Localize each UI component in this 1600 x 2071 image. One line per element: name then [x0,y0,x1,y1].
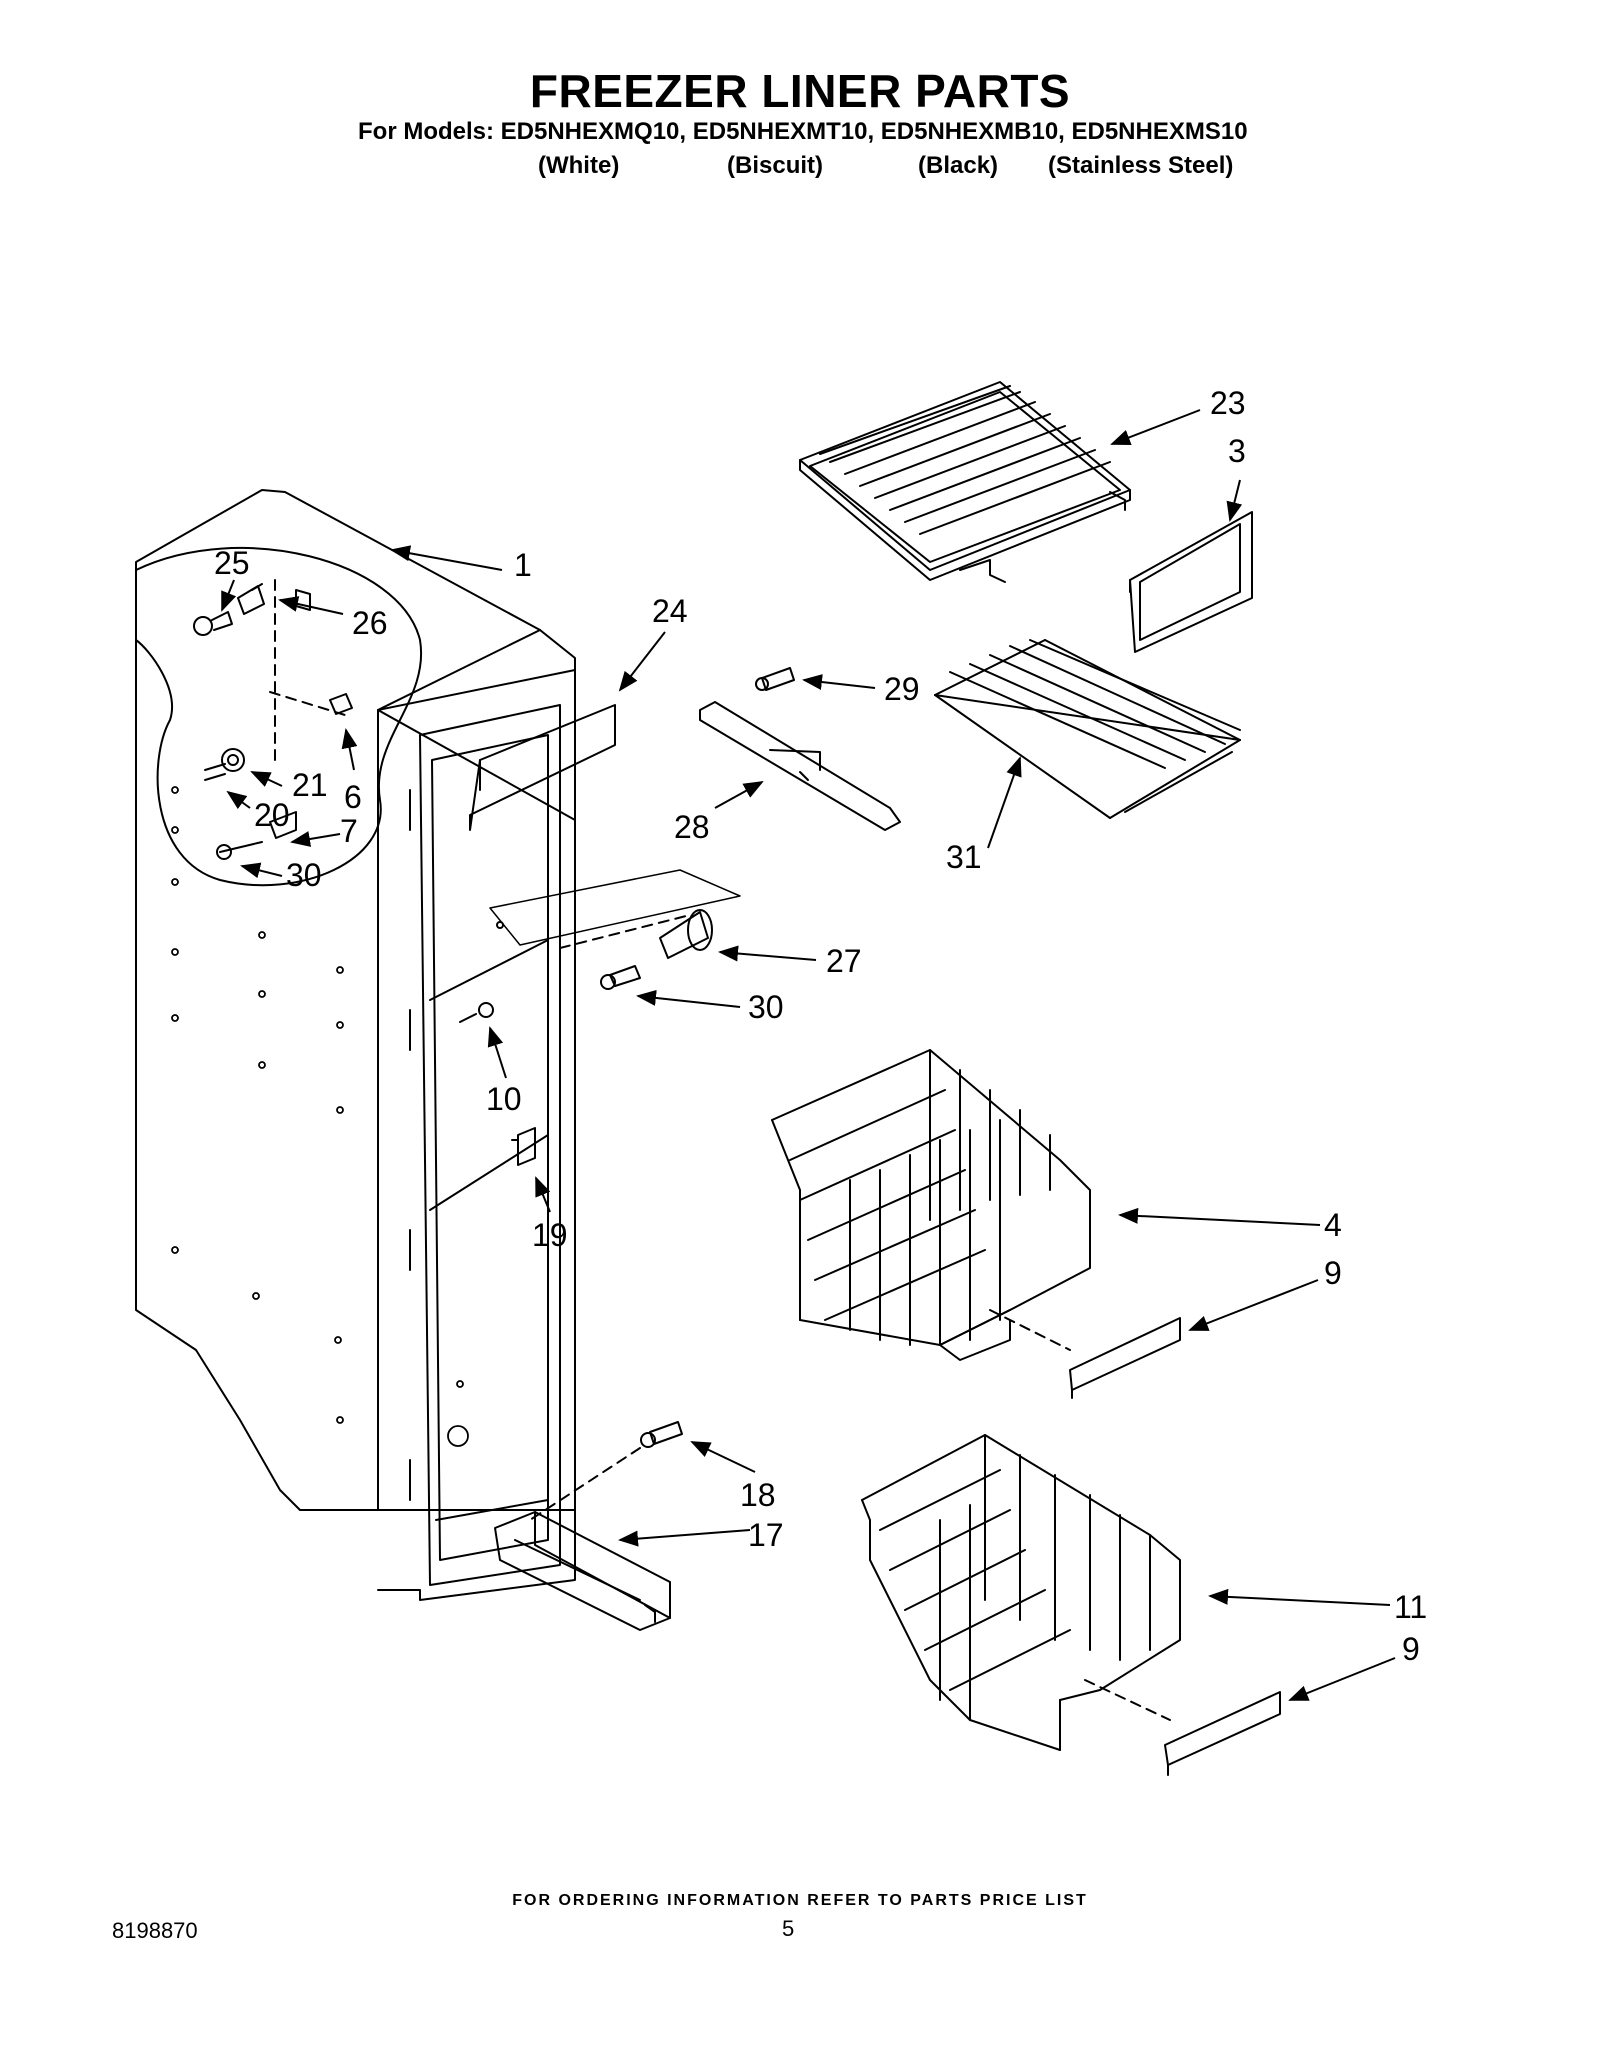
callout-30a: 30 [286,857,322,893]
callout-labels: 1 23 3 25 26 24 29 21 6 20 7 30 28 31 27… [214,385,1427,1667]
leader-11 [1208,1588,1391,1606]
rail-9-lower [1084,1679,1281,1776]
leader-23 [1110,409,1201,445]
leader-24 [618,631,666,692]
callout-10: 10 [486,1081,522,1117]
part-24 [469,704,616,831]
leader-19 [535,1176,551,1213]
models-line: For Models: ED5NHEXMQ10, ED5NHEXMT10, ED… [358,118,1248,145]
callout-11: 11 [1394,1589,1427,1625]
leader-18 [690,1441,756,1473]
callout-24: 24 [652,593,688,629]
leader-26 [278,596,344,615]
basket-4 [771,1049,1091,1361]
callout-9a: 9 [1324,1255,1342,1291]
variant-biscuit: (Biscuit) [727,152,823,179]
callout-9b: 9 [1402,1631,1420,1667]
variant-white: (White) [538,152,620,179]
callout-28: 28 [674,809,710,845]
light-assembly [193,579,353,860]
callout-3: 3 [1228,433,1246,469]
callout-1: 1 [514,547,532,583]
callout-17: 17 [748,1517,784,1553]
callout-29: 29 [884,671,920,707]
leader-20 [226,790,251,810]
variant-stainless: (Stainless Steel) [1048,152,1234,179]
leader-10 [487,1026,507,1079]
leader-30b [636,989,741,1008]
leader-30a [240,862,283,879]
callout-30b: 30 [748,989,784,1025]
callout-7: 7 [340,813,358,849]
leader-31 [987,756,1022,849]
basket-11 [861,1434,1181,1751]
variant-black: (Black) [918,152,999,179]
leader-4 [1118,1207,1321,1226]
callout-23: 23 [1210,385,1246,421]
part-3 [1129,511,1253,653]
leader-21 [250,771,283,787]
callout-27: 27 [826,943,862,979]
leader-9a [1188,1279,1319,1331]
screw-18 [529,1421,683,1521]
callout-20: 20 [254,797,290,833]
callout-21: 21 [292,767,328,803]
leader-27 [718,945,817,962]
part-17 [494,1511,671,1631]
leader-1 [390,545,503,571]
part-28 [699,701,901,831]
shelf-23 [799,381,1131,583]
screw-29 [755,667,795,691]
leader-28 [714,781,764,809]
callout-19: 19 [532,1217,568,1253]
shelf-31 [934,639,1241,819]
callout-26: 26 [352,605,388,641]
leader-25 [221,579,237,612]
leader-9b [1288,1657,1396,1701]
part-10 [459,1002,494,1023]
callout-31: 31 [946,839,982,875]
callout-18: 18 [740,1477,776,1513]
part-19 [511,1127,536,1166]
page-number: 5 [782,1916,795,1941]
callout-25: 25 [214,545,250,581]
leader-6 [341,728,358,771]
callout-4: 4 [1324,1207,1342,1243]
leader-29 [802,674,876,690]
screw-30-lower [600,965,641,990]
freezer-liner [135,489,576,1601]
ordering-note: FOR ORDERING INFORMATION REFER TO PARTS … [512,1892,1088,1909]
document-number: 8198870 [112,1918,198,1943]
leader-17 [618,1529,751,1547]
rail-9-upper [989,1309,1181,1399]
callout-6: 6 [344,779,362,815]
leader-3 [1226,479,1243,522]
leader-7 [290,831,341,847]
page-title: FREEZER LINER PARTS [529,65,1071,117]
part-27 [489,869,741,959]
